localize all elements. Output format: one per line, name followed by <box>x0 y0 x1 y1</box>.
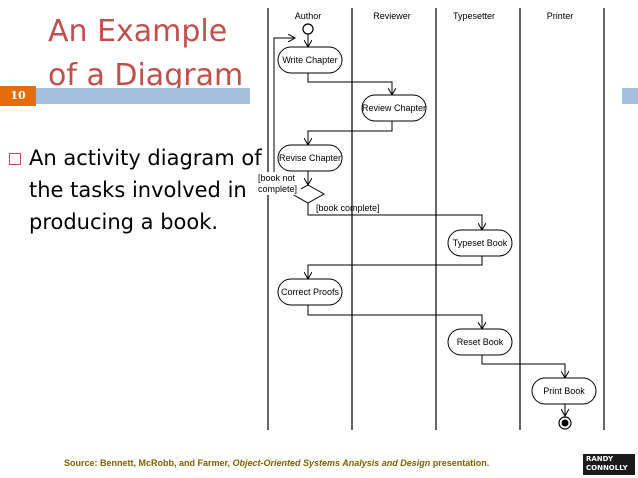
source-suffix: presentation. <box>430 458 490 468</box>
activity-revise-chapter <box>277 144 343 172</box>
lane-header-author: Author <box>295 11 322 21</box>
activity-label-write-chapter: Write Chapter <box>282 55 337 65</box>
title-accent-bar-right <box>622 88 638 104</box>
activity-label-print-book: Print Book <box>543 386 585 396</box>
activity-write-chapter <box>277 46 343 74</box>
logo-line-2: CONNOLLY <box>586 464 628 472</box>
activity-label-reset-book: Reset Book <box>457 337 504 347</box>
activity-print-book <box>531 377 597 405</box>
flow-typeset-to-correct <box>308 256 483 279</box>
flow-complete-to-typeset <box>307 203 482 230</box>
source-prefix: Source: Bennett, McRobb, and Farmer, <box>64 458 233 468</box>
flow-correct-to-reset <box>307 305 482 329</box>
activity-label-typeset-book: Typeset Book <box>453 238 508 248</box>
activity-correct-proofs <box>277 278 343 306</box>
flow-reset-to-print <box>481 355 565 378</box>
slide-title-line-2: of a Diagram <box>48 58 244 93</box>
control-flows <box>273 34 565 416</box>
lane-header-typesetter: Typesetter <box>453 11 495 21</box>
activity-label-revise-chapter: Revise Chapter <box>279 153 341 163</box>
activity-review-chapter <box>361 94 427 122</box>
slide-title-line-1: An Example <box>48 14 228 49</box>
final-node-center <box>561 419 569 427</box>
bullet-square-icon <box>9 153 21 165</box>
flow-review-to-revise <box>308 121 393 145</box>
guard-complete: [book complete] <box>316 203 380 213</box>
title-accent-bar-left <box>0 88 250 104</box>
bullet-text: An activity diagram of the tasks involve… <box>29 146 262 234</box>
lane-header-printer: Printer <box>547 11 574 21</box>
swimlane-dividers <box>267 8 605 430</box>
guard-label-background <box>257 172 301 195</box>
activity-label-correct-proofs: Correct Proofs <box>281 287 340 297</box>
activity-typeset-book <box>447 229 513 257</box>
source-book-title: Object-Oriented Systems Analysis and Des… <box>232 458 431 468</box>
author-logo: RANDY CONNOLLY <box>583 454 635 475</box>
logo-line-1: RANDY <box>586 455 614 463</box>
source-citation: Source: Bennett, McRobb, and Farmer, Obj… <box>64 458 489 468</box>
guard-not-complete-line1: [book not <box>258 173 296 183</box>
activity-reset-book <box>447 328 513 356</box>
initial-node <box>302 23 314 35</box>
guard-not-complete-line2: complete] <box>258 184 297 194</box>
slide-number: 10 <box>0 86 36 106</box>
activity-label-review-chapter: Review Chapter <box>362 103 426 113</box>
lane-header-reviewer: Reviewer <box>373 11 411 21</box>
flow-write-to-review <box>307 73 392 95</box>
